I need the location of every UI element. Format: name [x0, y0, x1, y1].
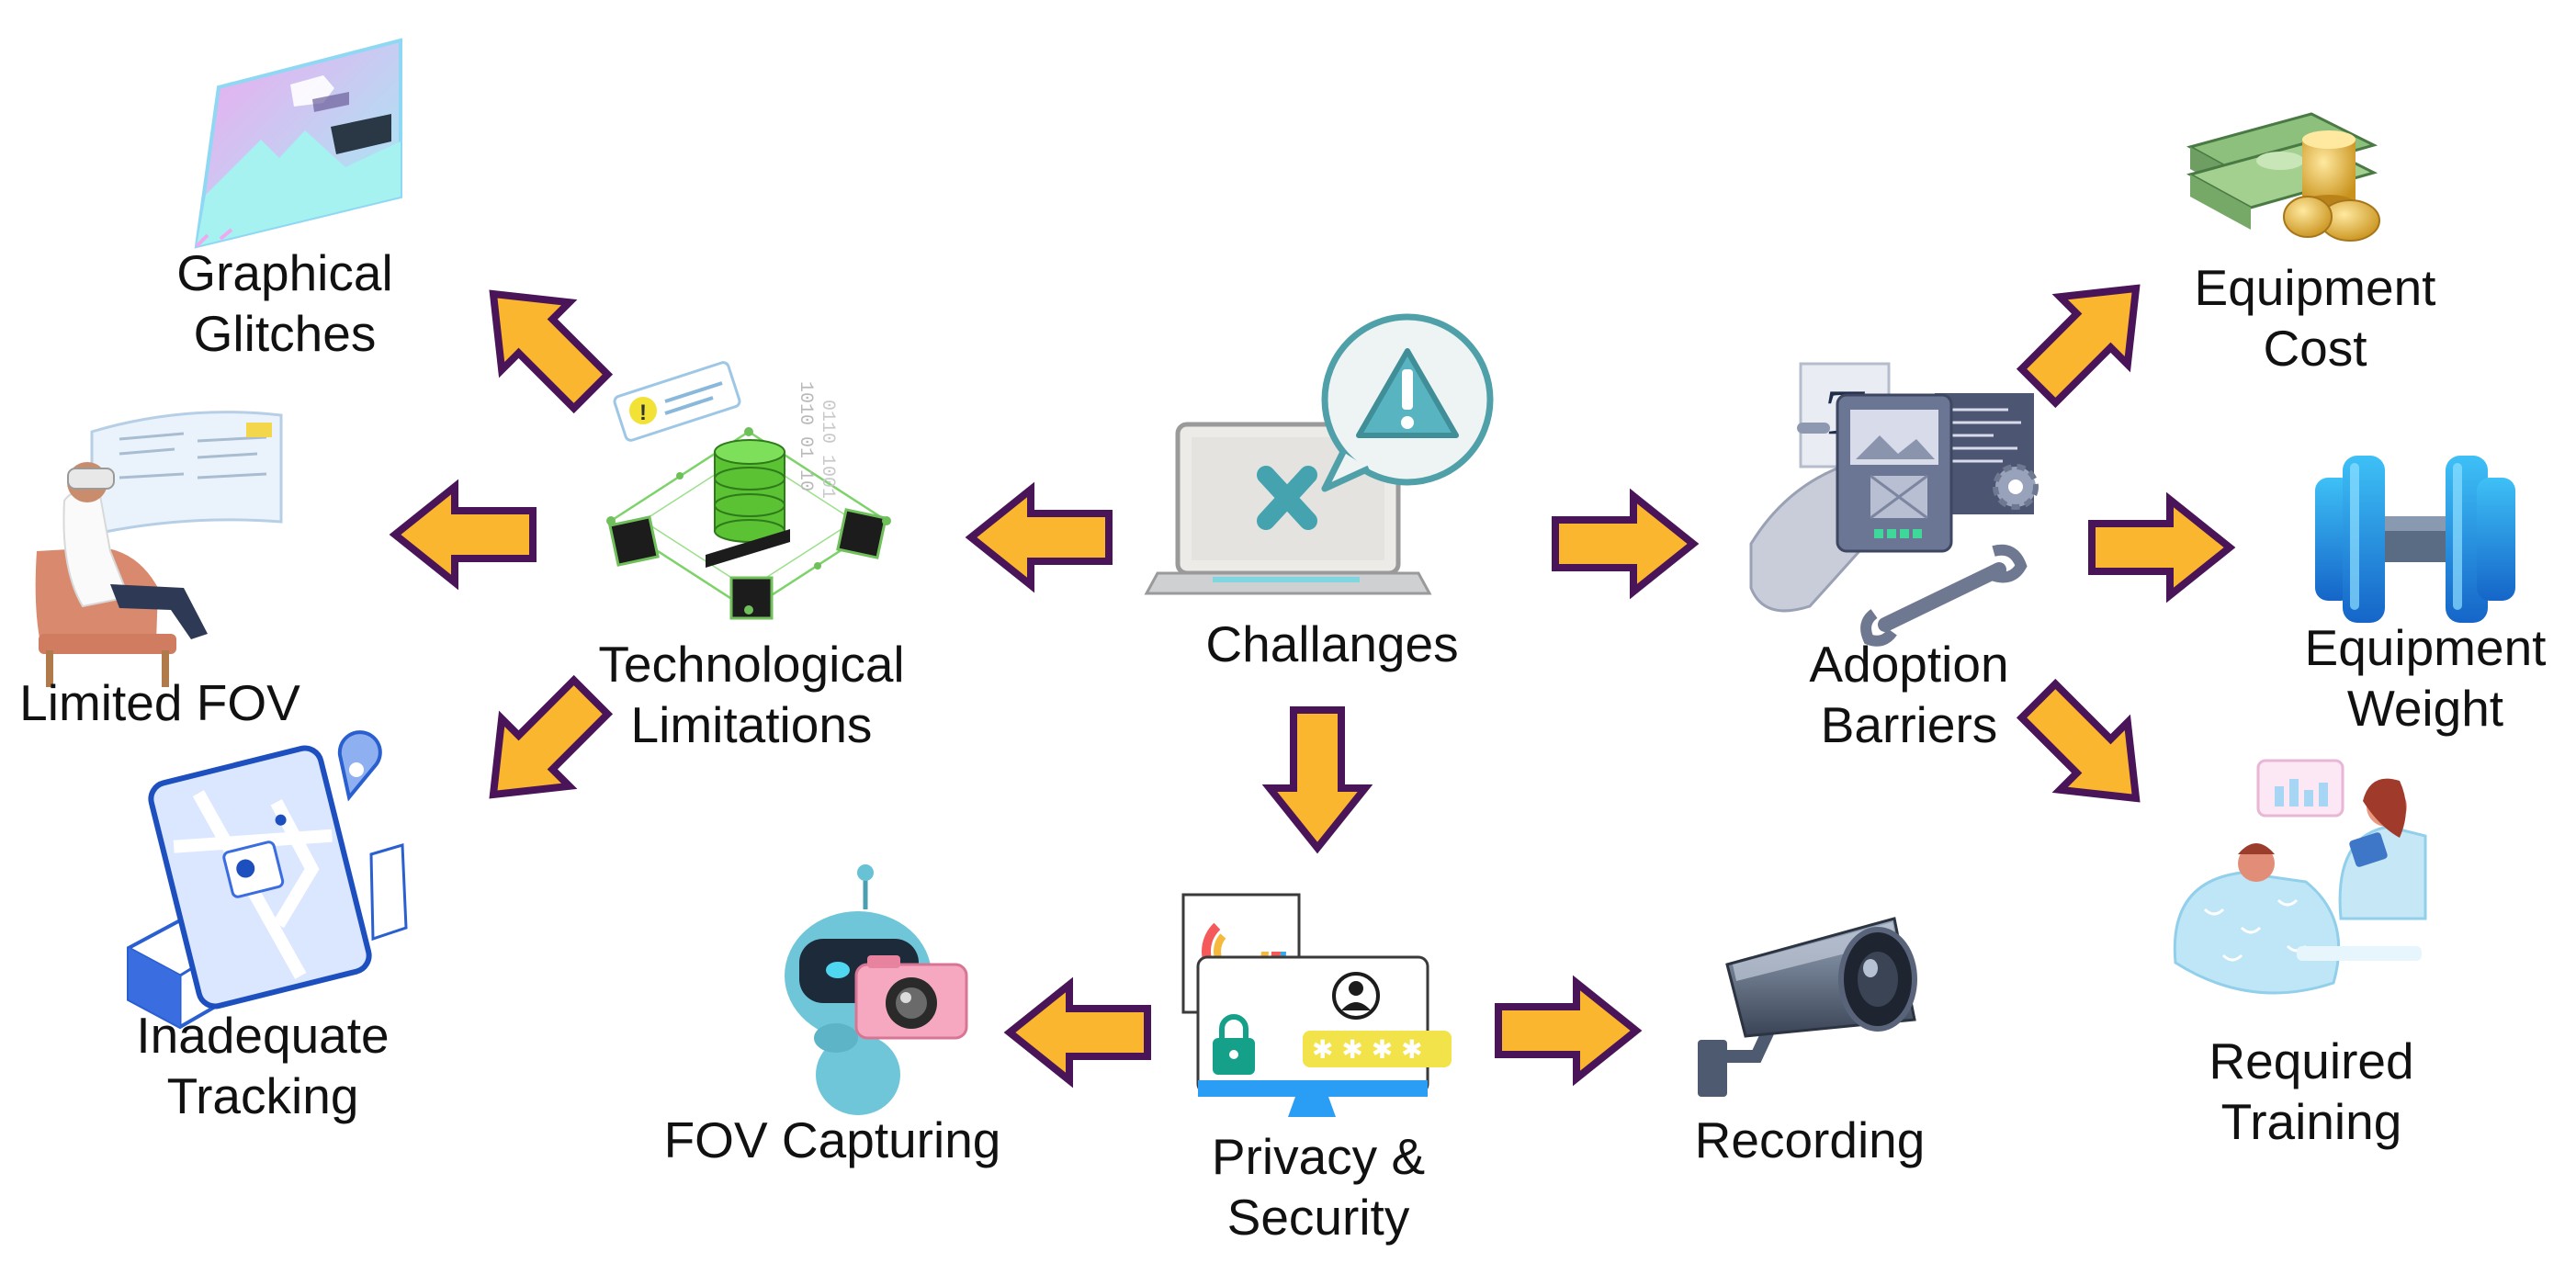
- limited-fov-label: Limited FOV: [19, 674, 300, 731]
- arrow-to-graphical-glitches: [459, 260, 625, 425]
- technological-limitations-label: Technological Limitations: [598, 636, 905, 753]
- security-camera-icon: [1698, 917, 1917, 1097]
- arrow-center-to-privacy: [1270, 710, 1365, 848]
- svg-text:1010 01 10: 1010 01 10: [795, 381, 816, 491]
- svg-text:✱ ✱ ✱ ✱: ✱ ✱ ✱ ✱: [1312, 1034, 1423, 1065]
- vr-headset-user-icon: [35, 411, 283, 687]
- dumbbell-icon: [2315, 456, 2515, 623]
- hand-tools-icon: T: [1749, 362, 2039, 647]
- required-training-label: Required Training: [2209, 1032, 2414, 1150]
- secure-dashboard-icon: ✱ ✱ ✱ ✱: [1181, 893, 1452, 1117]
- money-coins-icon: [2186, 112, 2380, 242]
- arrow-to-recording: [1498, 983, 1636, 1078]
- svg-text:!: !: [639, 400, 647, 425]
- arrow-to-limited-fov: [395, 487, 533, 582]
- equipment-weight-label: Equipment Weight: [2304, 619, 2547, 737]
- recording-label: Recording: [1694, 1111, 1926, 1168]
- equipment-cost-label: Equipment Cost: [2194, 259, 2436, 377]
- arrow-to-equipment-weight: [2092, 500, 2230, 595]
- laptop-error-icon: [1144, 313, 1494, 595]
- arrow-to-fov-capturing: [1010, 985, 1147, 1080]
- fov-capturing-label: FOV Capturing: [663, 1111, 1001, 1168]
- robot-camera-icon: [785, 864, 968, 1115]
- challenges-label: Challanges: [1205, 615, 1459, 672]
- graphical-glitches-label: Graphical Glitches: [176, 244, 393, 362]
- inadequate-tracking-label: Inadequate Tracking: [136, 1007, 390, 1124]
- privacy-security-label: Privacy & Security: [1211, 1128, 1426, 1246]
- adoption-barriers-label: Adoption Barriers: [1809, 636, 2009, 753]
- glitched-image-icon: [194, 38, 402, 249]
- database-network-icon: ! 1010 01 10 0110 1001: [606, 361, 891, 620]
- arrow-center-to-adoption: [1555, 496, 1693, 592]
- arrow-center-to-tech: [971, 490, 1109, 585]
- phone-map-tracking-icon: [127, 730, 408, 1030]
- svg-text:0110 1001: 0110 1001: [817, 400, 838, 499]
- training-people-icon: [2173, 759, 2427, 995]
